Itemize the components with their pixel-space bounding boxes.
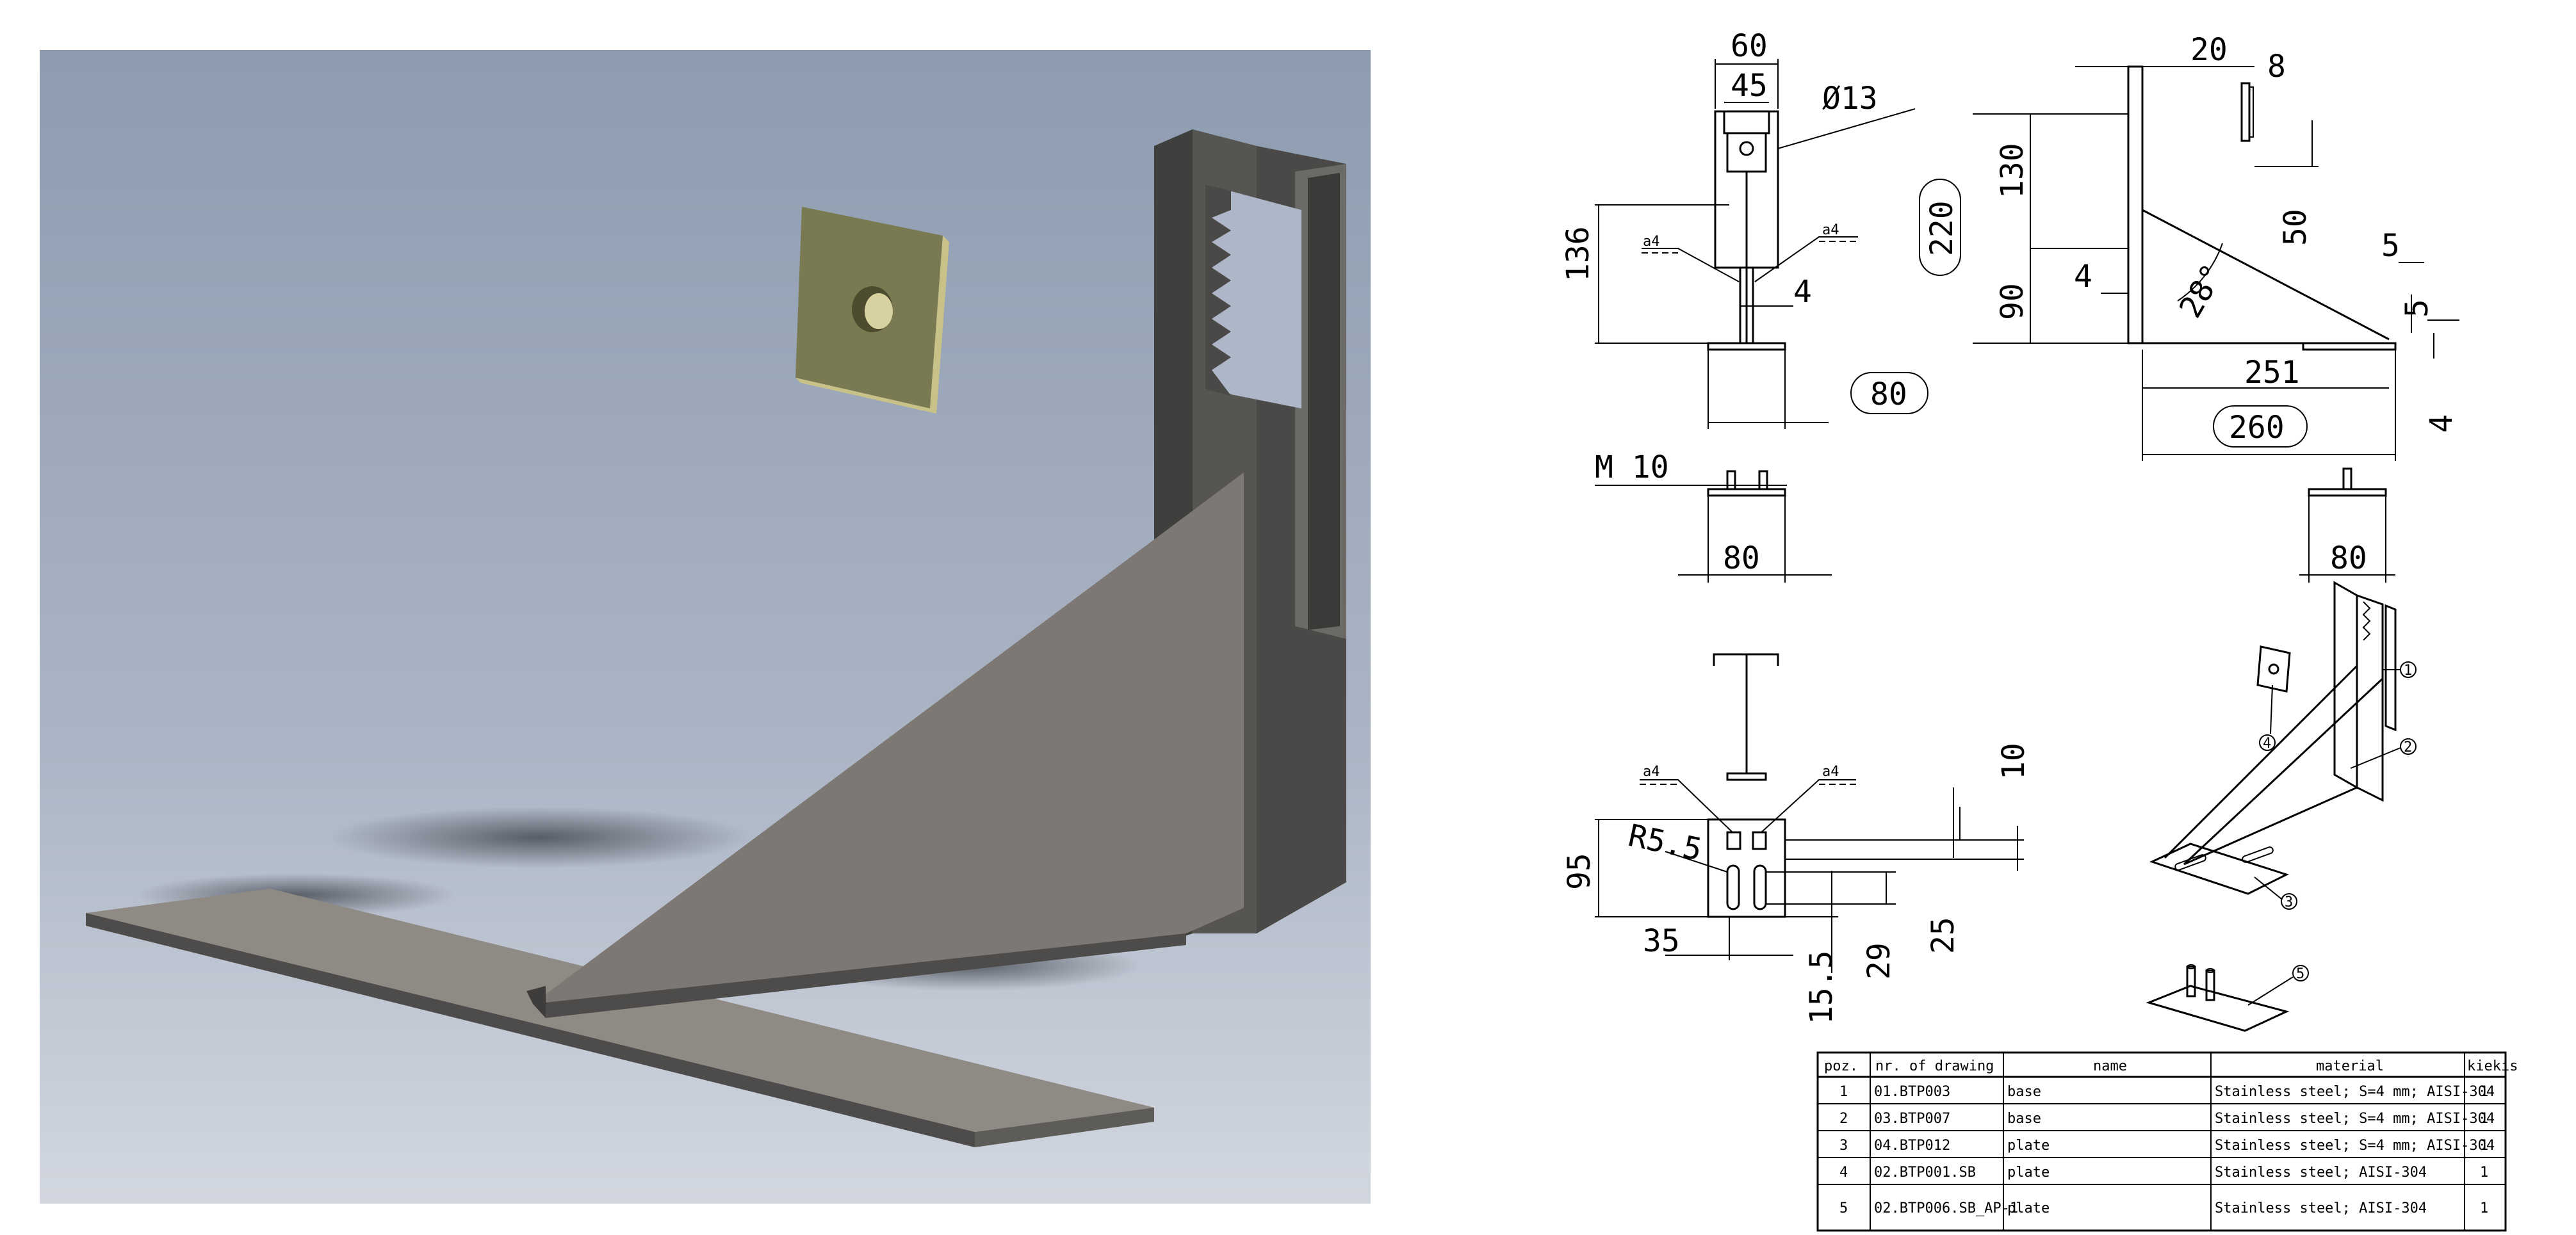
dim-side-tip-width: 5: [2381, 228, 2400, 264]
bom-cell: base: [2007, 1111, 2041, 1127]
bom-cell: base: [2007, 1084, 2041, 1100]
bracket-3d-render: [40, 50, 1371, 1204]
bom-cell: 2: [1839, 1111, 1848, 1127]
weld-symbol-right: a4: [1822, 764, 1839, 780]
bom-cell: plate: [2007, 1138, 2050, 1154]
bom-cell: 02.BTP001.SB: [1874, 1165, 1976, 1181]
bom-cell: plate: [2007, 1165, 2050, 1181]
bom-cell: 5: [1839, 1200, 1848, 1216]
balloon-label: 4: [2263, 736, 2271, 752]
render-viewport: [40, 50, 1371, 1204]
bom-cell: 3: [1839, 1138, 1848, 1154]
bom-cell: Stainless steel; AISI-304: [2215, 1165, 2427, 1181]
weld-symbol-right: a4: [1822, 222, 1839, 238]
dim-side-angle: 28°: [2172, 258, 2231, 324]
bom-row: 3 04.BTP012 plate Stainless steel; S=4 m…: [1839, 1138, 2495, 1154]
bolt-view: M 10 80: [1595, 449, 1832, 583]
bom-cell: 01.BTP003: [1874, 1084, 1950, 1100]
dim-side-base-thickness: 4: [2424, 414, 2459, 433]
balloon-label: 3: [2285, 894, 2293, 910]
bom-cell: 1: [2480, 1200, 2488, 1216]
dim-side-run: 251: [2244, 355, 2300, 391]
bom-cell: 02.BTP006.SB_AP-1: [1874, 1200, 2018, 1216]
dim-plan-slot-b: 25: [1925, 917, 1961, 954]
bom-header-poz: poz.: [1824, 1058, 1858, 1074]
bom-cell: Stainless steel; S=4 mm; AISI-304: [2215, 1084, 2495, 1100]
ref-dim-box: [2213, 405, 2308, 448]
dim-front-top-width: 60: [1731, 28, 1768, 64]
bom-row: 1 01.BTP003 base Stainless steel; S=4 mm…: [1839, 1084, 2495, 1100]
bom-row: 2 03.BTP007 base Stainless steel; S=4 mm…: [1839, 1111, 2495, 1127]
gusset-plate: [526, 472, 1244, 1018]
washer-plate: [795, 207, 949, 414]
bom-header-name: name: [2093, 1058, 2127, 1074]
dim-bolt-base: 80: [1723, 540, 1760, 576]
bom-cell: 1: [2480, 1165, 2488, 1181]
bom-header-drawing: nr. of drawing: [1875, 1058, 1994, 1074]
plan-view: a4 a4 R5.5 95 35 10 29 25 15.5: [1561, 653, 2032, 1024]
bom-cell: 04.BTP012: [1874, 1138, 1950, 1154]
shadow: [328, 807, 751, 868]
ref-dim-box: [1919, 179, 1961, 276]
weld-symbol-left: a4: [1643, 234, 1660, 250]
weld-symbol-left: a4: [1643, 764, 1660, 780]
hole-circle: [1739, 141, 1754, 156]
dim-side-lower-height: 90: [1994, 283, 2030, 320]
isometric-assembly: 1 2 3 4 5: [2146, 581, 2417, 1032]
dim-side-upper-height: 130: [1994, 143, 2030, 198]
dim-slot-radius: R5.5: [1626, 818, 1706, 868]
balloon-label: 5: [2296, 966, 2304, 982]
dim-thread: M 10: [1595, 449, 1669, 485]
dim-front-base: 80: [1870, 376, 1907, 412]
ref-dim-box: [1850, 372, 1928, 414]
bom-header-material: material: [2316, 1058, 2384, 1074]
balloon-label: 1: [2404, 663, 2412, 679]
bom-cell: 1: [2480, 1138, 2488, 1154]
dim-side-total-height: 220: [1924, 200, 1960, 256]
dim-plan-offset: 35: [1643, 923, 1680, 959]
dim-side-thickness: 4: [2074, 259, 2092, 295]
dim-side-small-width: 8: [2267, 49, 2286, 85]
dim-side-notch-height: 50: [2278, 209, 2313, 246]
bom-cell: 1: [2480, 1111, 2488, 1127]
side-view: 20 8 220 130 90 50 4 28° 5 5 251 260 4: [1919, 32, 2459, 461]
base-plate: [86, 889, 1154, 1147]
bom-cell: Stainless steel; S=4 mm; AISI-304: [2215, 1111, 2495, 1127]
front-view: 60 45 Ø13 136 4 80 a4 a4: [1560, 28, 1928, 429]
dim-plan-slot-c: 15.5: [1804, 950, 1839, 1024]
dim-hole-diameter: Ø13: [1822, 81, 1878, 117]
dim-side-total-length: 260: [2229, 410, 2285, 446]
dim-front-height: 136: [1560, 226, 1596, 282]
bom-cell: 1: [1839, 1084, 1848, 1100]
bom-cell: 4: [1839, 1165, 1848, 1181]
dim-front-gap: 4: [1793, 274, 1812, 310]
right-small-view: 80: [2299, 467, 2395, 583]
dim-plan-height: 95: [1561, 853, 1597, 890]
bom-row: 4 02.BTP001.SB plate Stainless steel; AI…: [1839, 1165, 2488, 1181]
bom-cell: plate: [2007, 1200, 2050, 1216]
bom-cell: Stainless steel; S=4 mm; AISI-304: [2215, 1138, 2495, 1154]
dim-front-inner-width: 45: [1731, 68, 1768, 104]
balloon-label: 2: [2404, 739, 2412, 755]
bom-cell: 03.BTP007: [1874, 1111, 1950, 1127]
dim-right-base: 80: [2330, 540, 2367, 576]
bom-header-kiekis: kiekis: [2467, 1058, 2518, 1074]
bom-row: 5 02.BTP006.SB_AP-1 plate Stainless stee…: [1839, 1200, 2488, 1216]
dim-side-top-offset: 20: [2190, 32, 2228, 68]
dim-side-tip-height: 5: [2399, 299, 2435, 318]
bom-cell: 1: [2480, 1084, 2488, 1100]
dim-plan-slot-a: 29: [1861, 942, 1897, 980]
bom-cell: Stainless steel; AISI-304: [2215, 1200, 2427, 1216]
dim-plan-top-offset: 10: [1996, 743, 2032, 780]
bom-table: poz. nr. of drawing name material kiekis…: [1816, 1051, 2518, 1232]
